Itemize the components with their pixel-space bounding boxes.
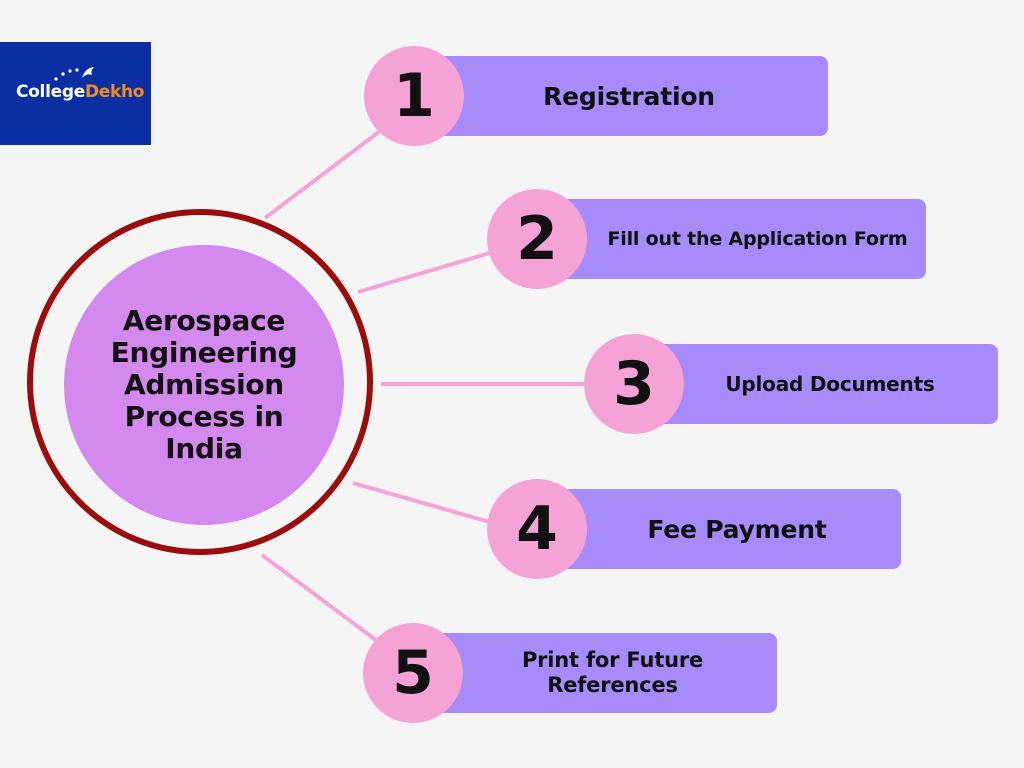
logo-wordmark-dekho: Dekho	[84, 82, 145, 102]
step-3-number-badge: 3	[584, 334, 684, 434]
step-1-number-badge: 1	[364, 46, 464, 146]
hub-title: Aerospace Engineering Admission Process …	[110, 304, 298, 465]
step-2-number-badge: 2	[487, 189, 587, 289]
step-1-card: Registration	[412, 56, 828, 136]
logo-wordmark-college: College	[16, 82, 85, 102]
connector-2	[357, 248, 501, 294]
connector-5	[260, 553, 394, 654]
step-4-label: Fee Payment	[647, 514, 827, 544]
step-2-label: Fill out the Application Form	[607, 227, 908, 250]
step-5-label: Print for Future References	[521, 648, 704, 697]
logo-wordmark: CollegeDekho	[16, 82, 144, 102]
step-2-card: Fill out the Application Form	[537, 199, 926, 279]
stars-graduate-icon	[54, 67, 94, 81]
step-1-number: 1	[393, 61, 435, 131]
collegedekho-logo[interactable]: CollegeDekho	[0, 42, 151, 145]
hub-circle: Aerospace Engineering Admission Process …	[64, 245, 344, 525]
step-3-label: Upload Documents	[725, 372, 935, 396]
step-1-label: Registration	[543, 81, 715, 111]
step-4-number-badge: 4	[487, 479, 587, 579]
connector-4	[352, 481, 501, 527]
step-4-card: Fee Payment	[537, 489, 901, 569]
step-3-number: 3	[613, 349, 655, 419]
step-3-card: Upload Documents	[632, 344, 998, 424]
step-2-number: 2	[516, 204, 558, 274]
step-4-number: 4	[516, 494, 558, 564]
step-5-card: Print for Future References	[412, 633, 777, 713]
step-5-number-badge: 5	[363, 623, 463, 723]
connector-1	[263, 120, 394, 220]
step-5-number: 5	[392, 638, 434, 708]
